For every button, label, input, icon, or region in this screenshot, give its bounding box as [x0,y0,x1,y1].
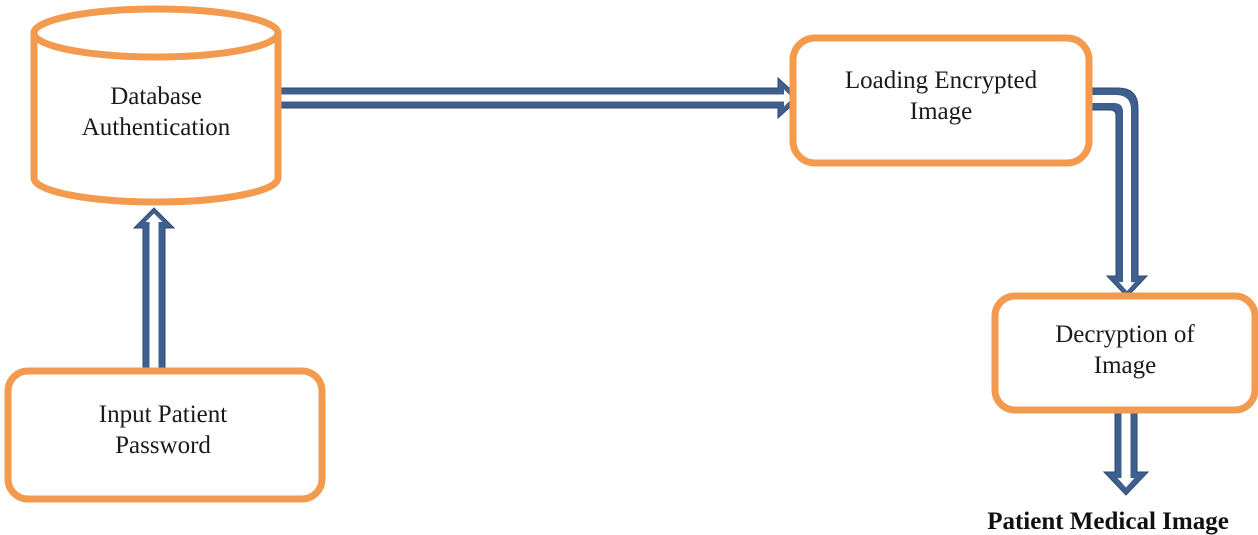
cylinder-top [30,5,282,61]
arrow-database-to-loading [275,76,801,120]
decryption-label-line1: Decryption of [1055,321,1195,348]
node-decryption-of-image: Decryption of Image [991,292,1258,414]
node-database-authentication: Database Authentication [30,5,282,206]
input-password-label-line1: Input Patient [99,401,228,428]
decryption-label-line2: Image [1094,352,1156,379]
arrow-password-to-database [132,207,176,373]
database-label-line2: Authentication [82,114,231,141]
loading-label-line2: Image [910,98,972,125]
output-patient-medical-image: Patient Medical Image [987,508,1229,535]
arrow-decryption-to-output [1102,407,1150,496]
arrow-loading-to-decryption [1085,87,1149,298]
node-input-patient-password: Input Patient Password [4,367,326,503]
node-loading-encrypted-image: Loading Encrypted Image [789,34,1093,167]
database-label-line1: Database [110,83,202,110]
input-password-label-line2: Password [115,432,211,459]
loading-label-line1: Loading Encrypted [845,67,1038,94]
cylinder-body [30,33,282,206]
